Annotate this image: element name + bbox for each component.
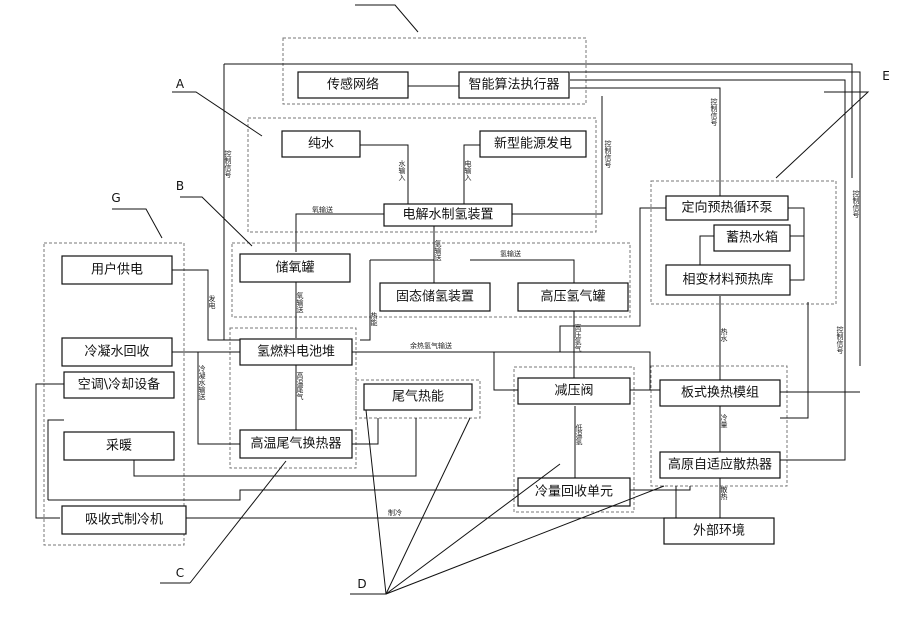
tag-c: C (176, 566, 184, 580)
label-refrig: 制冷 (388, 508, 402, 517)
heat-tank-box[interactable]: 蓄热水箱 (714, 225, 790, 251)
pcm-store-label: 相变材料预热库 (682, 272, 773, 288)
tag-e: E (882, 69, 890, 83)
tag-a: A (176, 77, 185, 91)
oxygen-tank-box[interactable]: 储氧罐 (240, 254, 350, 282)
pure-water-label: 纯水 (308, 137, 334, 152)
fuel-cell-box[interactable]: 氢燃料电池堆 (240, 339, 352, 365)
plate-hx-box[interactable]: 板式换热模组 (660, 380, 780, 406)
label-power-out: 发电 (208, 294, 216, 309)
directional-pump-box[interactable]: 定向预热循环泵 (666, 196, 788, 220)
hp-radiator-box[interactable]: 高原自适应散热器 (660, 452, 780, 478)
smart-executor-label: 智能算法执行器 (468, 78, 559, 93)
ac-cooling-box[interactable]: 空调\冷却设备 (64, 372, 174, 398)
hp-h2-box[interactable]: 高压氢气罐 (518, 283, 628, 311)
hx-high-label: 高温尾气换热器 (250, 436, 341, 452)
label-power-in: 电输入 (464, 159, 472, 181)
plate-hx-label: 板式换热模组 (681, 386, 759, 401)
fuel-cell-label: 氢燃料电池堆 (257, 344, 335, 360)
pure-water-box[interactable]: 纯水 (282, 131, 360, 157)
label-cond-transfer: 冷凝水输送 (198, 364, 206, 401)
new-energy-box[interactable]: 新型能源发电 (480, 131, 586, 157)
ac-cooling-label: 空调\冷却设备 (78, 377, 160, 393)
user-power-box[interactable]: 用户供电 (62, 256, 172, 284)
electrolyzer-box[interactable]: 电解水制氢装置 (384, 204, 512, 226)
sensor-network-box[interactable]: 传感网络 (298, 72, 408, 98)
tag-d: D (357, 577, 366, 591)
sensor-network-label: 传感网络 (327, 77, 379, 93)
tag-b: B (176, 179, 184, 193)
label-h2-supply: 高压氢气 (574, 323, 582, 352)
new-energy-label: 新型能源发电 (494, 136, 572, 152)
tail-heat-label: 尾气热能 (392, 389, 444, 405)
environment-box[interactable]: 外部环境 (664, 518, 774, 544)
hp-radiator-label: 高原自适应散热器 (668, 457, 772, 473)
pressure-valve-label: 减压阀 (554, 384, 593, 399)
label-ctrl-signal-4: 控制信号 (852, 189, 860, 219)
user-power-label: 用户供电 (91, 262, 143, 278)
label-ctrl-signal-3: 控制信号 (710, 97, 718, 127)
tail-heat-box[interactable]: 尾气热能 (364, 384, 472, 410)
hp-h2-label: 高压氢气罐 (540, 289, 605, 305)
label-ctrl-signal-2: 控制信号 (604, 139, 612, 169)
solid-h2-box[interactable]: 固态储氢装置 (380, 283, 490, 311)
label-cold: 冷量 (720, 413, 728, 428)
heat-tank-label: 蓄热水箱 (726, 230, 778, 246)
label-low-temp-h2: 低温氢 (575, 423, 583, 445)
pcm-store-box[interactable]: 相变材料预热库 (666, 265, 790, 295)
solid-h2-label: 固态储氢装置 (396, 290, 474, 305)
hx-high-box[interactable]: 高温尾气换热器 (240, 430, 352, 458)
absorption-chiller-label: 吸收式制冷机 (85, 513, 163, 528)
label-ctrl-signal-5: 控制信号 (836, 325, 844, 355)
label-tail-supply: 余热氢气输送 (410, 341, 452, 350)
label-hot-water: 热水 (720, 327, 728, 342)
label-oxygen-supply: 氧输送 (296, 291, 304, 314)
label-heat-release: 散热 (720, 485, 728, 501)
heating-box[interactable]: 采暖 (64, 432, 174, 460)
label-oxygen: 氧输送 (312, 205, 333, 214)
label-water-in: 水输入 (398, 159, 406, 181)
directional-pump-label: 定向预热循环泵 (681, 200, 772, 216)
oxygen-tank-label: 储氧罐 (275, 261, 314, 276)
label-heat: 热能 (370, 311, 378, 327)
absorption-chiller-box[interactable]: 吸收式制冷机 (62, 506, 186, 534)
cond-water-box[interactable]: 冷凝水回收 (62, 338, 172, 366)
label-hydrogen-2: 氢输送 (500, 249, 521, 258)
label-hydrogen: 氢输送 (434, 239, 442, 262)
pressure-valve-box[interactable]: 减压阀 (518, 378, 630, 404)
cold-recovery-box[interactable]: 冷量回收单元 (518, 478, 630, 506)
environment-label: 外部环境 (693, 524, 745, 539)
heating-label: 采暖 (106, 439, 132, 454)
label-high-temp-tail: 高温尾气 (296, 371, 304, 400)
smart-executor-box[interactable]: 智能算法执行器 (459, 72, 569, 98)
cold-recovery-label: 冷量回收单元 (535, 485, 613, 500)
cond-water-label: 冷凝水回收 (84, 344, 149, 360)
label-ctrl-signal-1: 控制信号 (224, 149, 232, 179)
electrolyzer-label: 电解水制氢装置 (402, 208, 493, 223)
tag-g: G (111, 191, 120, 205)
